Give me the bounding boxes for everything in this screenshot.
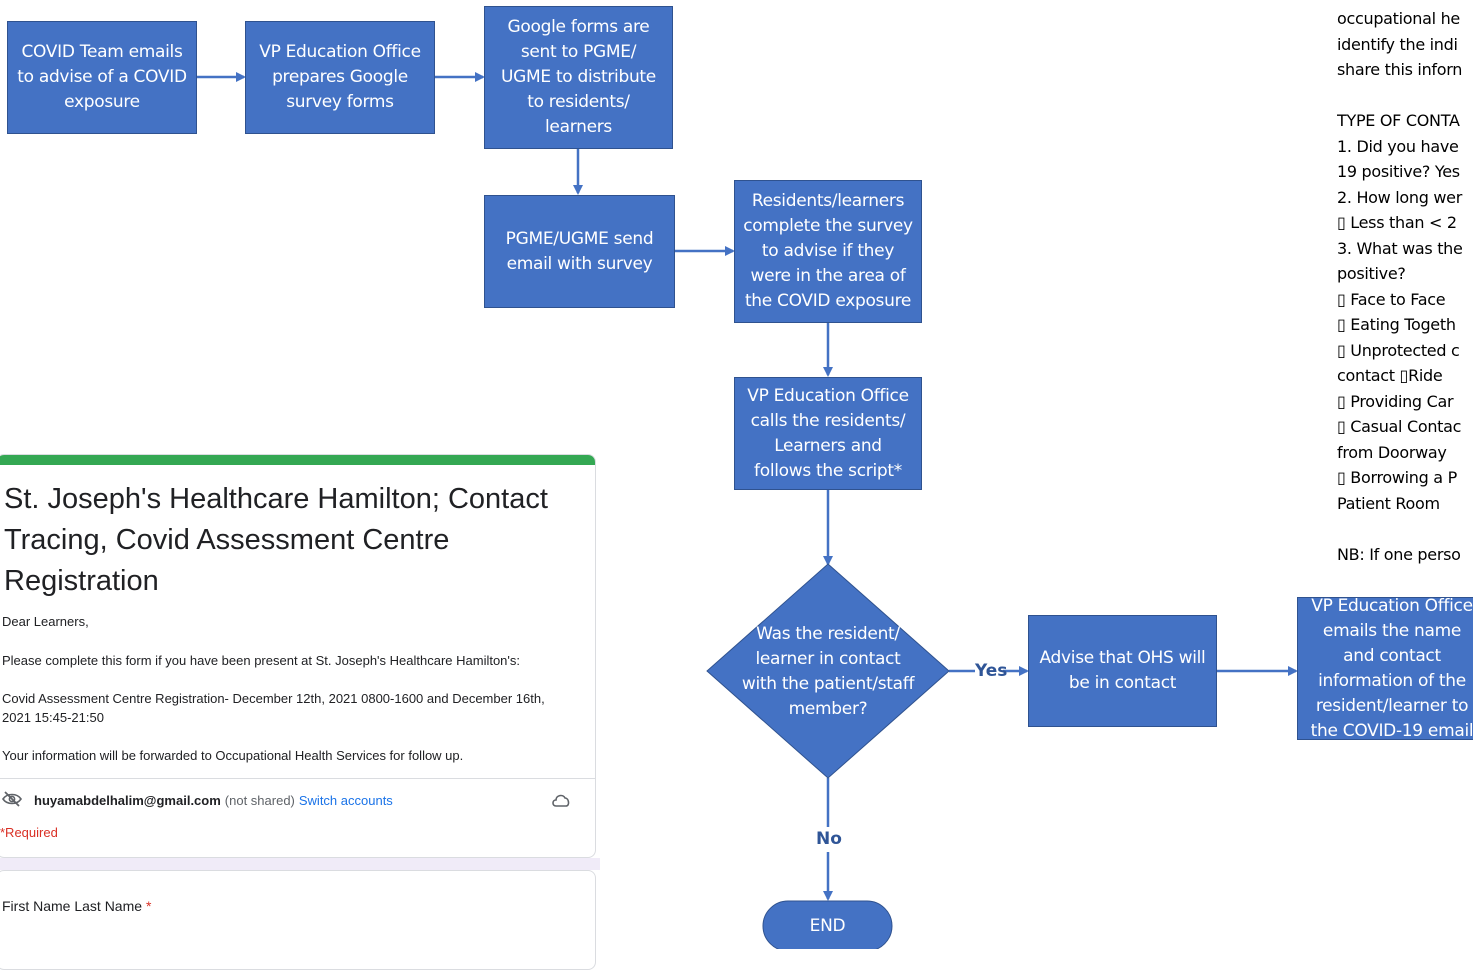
form-divider (0, 778, 595, 779)
script-line: occupational he (1337, 9, 1460, 28)
no-label: No (816, 829, 842, 849)
question-label: First Name Last Name * (2, 898, 151, 914)
question-label-text: First Name Last Name (2, 898, 143, 914)
form-para2: Covid Assessment Centre Registration- De… (2, 691, 545, 725)
script-line: ▯ Providing Car (1337, 391, 1454, 411)
switch-accounts-link[interactable]: Switch accounts (298, 793, 393, 808)
form-gap (0, 858, 600, 870)
script-line: TYPE OF CONTA (1337, 111, 1460, 130)
vp-emails-box: VP Education Office emails the name and … (1297, 596, 1473, 741)
script-line: ▯ Unprotected c (1337, 340, 1460, 360)
script-line: ▯ Casual Contac (1337, 417, 1462, 436)
script-line: 2. How long wer (1337, 187, 1462, 207)
vp-emails-text: VP Education Office emails the name and … (1310, 595, 1473, 741)
form-accent-bar (0, 455, 595, 465)
script-line (1337, 516, 1473, 542)
script-line: ▯ Borrowing a P (1337, 468, 1457, 487)
end-text: END (809, 915, 846, 936)
vp-calls-box: VP Education Office calls the residents/… (734, 377, 922, 490)
required-note: *Required (0, 825, 58, 840)
script-line: identify the indi (1337, 34, 1458, 54)
vp-prepares-text: VP Education Office prepares Google surv… (259, 42, 421, 112)
account-email: huyamabdelhalim@gmail.com (34, 793, 221, 808)
question-card[interactable]: First Name Last Name * (0, 870, 596, 970)
vp-prepares-box: VP Education Office prepares Google surv… (245, 21, 435, 134)
script-line: 1. Did you have (1337, 136, 1459, 156)
residents-complete-text: Residents/learners complete the survey t… (743, 191, 913, 311)
covid-team-text: COVID Team emails to advise of a COVID e… (17, 42, 187, 112)
script-line (1337, 83, 1473, 109)
google-forms-text: Google forms are sent to PGME/ UGME to d… (501, 17, 656, 137)
not-shared-note: (not shared) (224, 793, 295, 808)
script-line: positive? (1337, 264, 1406, 283)
required-star: * (145, 898, 152, 914)
script-line: ▯ Face to Face (1337, 289, 1446, 309)
script-line: Patient Room (1337, 493, 1440, 513)
pgme-send-box: PGME/UGME send email with survey (484, 195, 675, 308)
residents-complete-box: Residents/learners complete the survey t… (734, 180, 922, 323)
script-line: from Doorway (1337, 442, 1447, 462)
vp-calls-text: VP Education Office calls the residents/… (747, 385, 909, 481)
decision-text-wrap: Was the resident/ learner in contact wit… (723, 620, 933, 724)
form-para3: Your information will be forwarded to Oc… (2, 748, 464, 763)
script-line: ▯ Less than < 2 (1337, 213, 1457, 232)
decision-text: Was the resident/ learner in contact wit… (741, 624, 915, 719)
form-greeting: Dear Learners, (2, 614, 89, 629)
script-line: ▯ Eating Togeth (1337, 315, 1456, 334)
yes-label: Yes (975, 661, 1008, 681)
advise-ohs-box: Advise that OHS will be in contact (1028, 615, 1217, 727)
script-line: share this inforn (1337, 60, 1463, 79)
script-line: 3. What was the (1337, 238, 1463, 258)
end-text-wrap: END (763, 901, 892, 951)
cloud-icon (551, 793, 571, 812)
form-title: St. Joseph's Healthcare Hamilton; Contac… (4, 483, 548, 597)
google-form-card: St. Joseph's Healthcare Hamilton; Contac… (0, 454, 596, 858)
script-line: 19 positive? Yes (1337, 162, 1460, 181)
eye-off-icon (2, 791, 22, 810)
form-para1: Please complete this form if you have be… (2, 653, 521, 668)
script-text: occupational he identify the indi share th… (1337, 6, 1473, 567)
script-line: NB: If one perso (1337, 544, 1461, 564)
google-forms-box: Google forms are sent to PGME/ UGME to d… (484, 6, 673, 149)
script-line: contact ▯Ride (1337, 366, 1443, 385)
advise-ohs-text: Advise that OHS will be in contact (1039, 648, 1206, 693)
covid-team-box: COVID Team emails to advise of a COVID e… (7, 21, 197, 134)
pgme-send-text: PGME/UGME send email with survey (505, 228, 654, 274)
account-row: huyamabdelhalim@gmail.com (not shared) S… (2, 791, 393, 810)
